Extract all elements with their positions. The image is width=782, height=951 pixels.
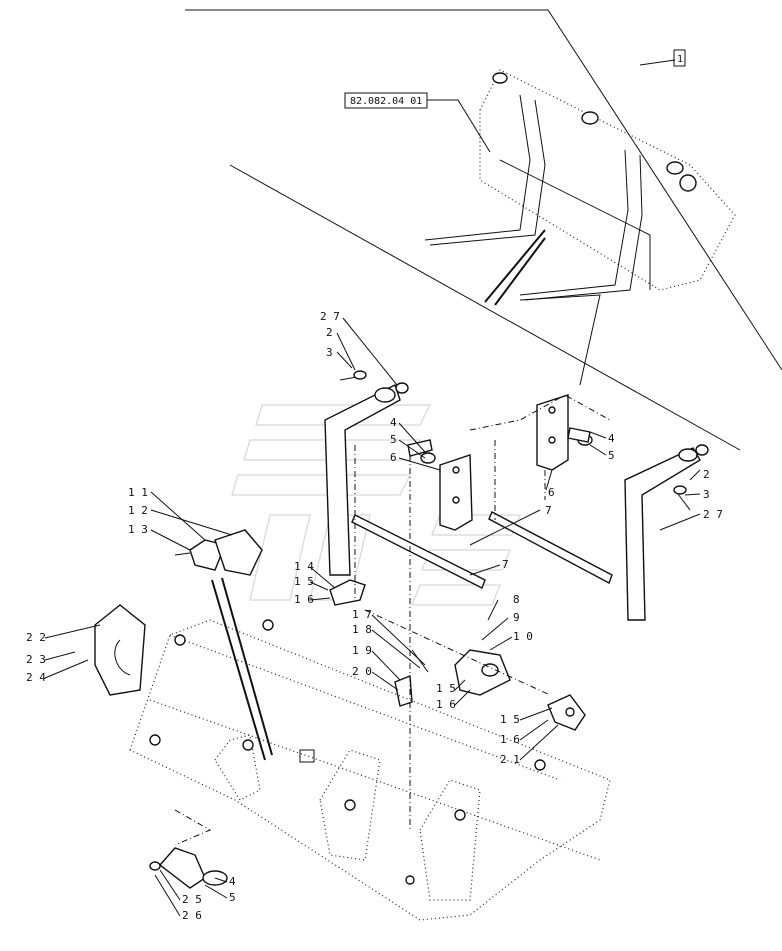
callout-10: 1 0: [513, 630, 533, 643]
callout-4: 4: [608, 432, 615, 445]
callout-27: 2 7: [320, 310, 340, 323]
callout-16: 1 6: [500, 733, 520, 746]
frame-lines: [185, 9, 782, 451]
coupling-link[interactable]: [149, 847, 228, 889]
rod-right[interactable]: [488, 511, 613, 584]
callout-14: 1 4: [294, 560, 314, 573]
callout-11: 1 1: [128, 486, 148, 499]
callout-27: 2 7: [703, 508, 723, 521]
callout-19: 1 9: [352, 644, 372, 657]
bracket-left[interactable]: [439, 454, 473, 531]
assembly-marker[interactable]: 1: [673, 49, 686, 67]
hardware-parts: [353, 370, 687, 495]
callout-12: 1 2: [128, 504, 148, 517]
hinge-block[interactable]: [454, 649, 511, 696]
callout-15: 1 5: [500, 713, 520, 726]
reference-box-label: 82.082.04 01: [350, 96, 422, 107]
callout-22: 2 2: [26, 631, 46, 644]
callout-6: 6: [390, 451, 397, 464]
callout-4: 4: [229, 875, 236, 888]
callout-17: 1 7: [352, 608, 372, 621]
bucket: [129, 619, 611, 921]
callout-24: 2 4: [26, 671, 46, 684]
assembly-marker-label: 1: [677, 54, 683, 65]
callout-23: 2 3: [26, 653, 46, 666]
fork-tine-right[interactable]: [624, 444, 709, 621]
latch[interactable]: [547, 694, 586, 731]
rod-left[interactable]: [351, 514, 486, 589]
callout-9: 9: [513, 611, 520, 624]
callout-7: 7: [502, 558, 509, 571]
callout-5: 5: [390, 433, 397, 446]
callout-3: 3: [326, 346, 333, 359]
callout-25: 2 5: [182, 893, 202, 906]
callout-2: 2: [326, 326, 333, 339]
callout-15: 1 5: [294, 575, 314, 588]
clamp[interactable]: [329, 579, 366, 606]
spring-pin[interactable]: [394, 649, 429, 707]
callout-16: 1 6: [436, 698, 456, 711]
callout-13: 1 3: [128, 523, 148, 536]
callout-7: 7: [545, 504, 552, 517]
callout-18: 1 8: [352, 623, 372, 636]
reference-box[interactable]: 82.082.04 01: [344, 92, 491, 153]
callout-20: 2 0: [352, 665, 372, 678]
side-cover[interactable]: [94, 604, 146, 696]
callout-labels: 2 7 2 3 4 5 6 4 5 6 7 7 2 3 2 7 1 1 1 2 …: [26, 310, 723, 922]
assembly-paths: [174, 394, 611, 846]
callout-5: 5: [608, 449, 615, 462]
callout-5: 5: [229, 891, 236, 904]
wear-pads[interactable]: [174, 529, 263, 576]
callout-26: 2 6: [182, 909, 202, 922]
callout-8: 8: [513, 593, 520, 606]
leader-lines: [44, 317, 701, 917]
bracket-right[interactable]: [536, 394, 569, 471]
callout-2: 2: [703, 468, 710, 481]
callout-16: 1 6: [294, 593, 314, 606]
watermark-logo: [231, 404, 521, 606]
assembled-fork-view: [424, 69, 736, 386]
callout-21: 2 1: [500, 753, 520, 766]
callout-6: 6: [548, 486, 555, 499]
callout-15: 1 5: [436, 682, 456, 695]
callout-4: 4: [390, 416, 397, 429]
callout-3: 3: [703, 488, 710, 501]
